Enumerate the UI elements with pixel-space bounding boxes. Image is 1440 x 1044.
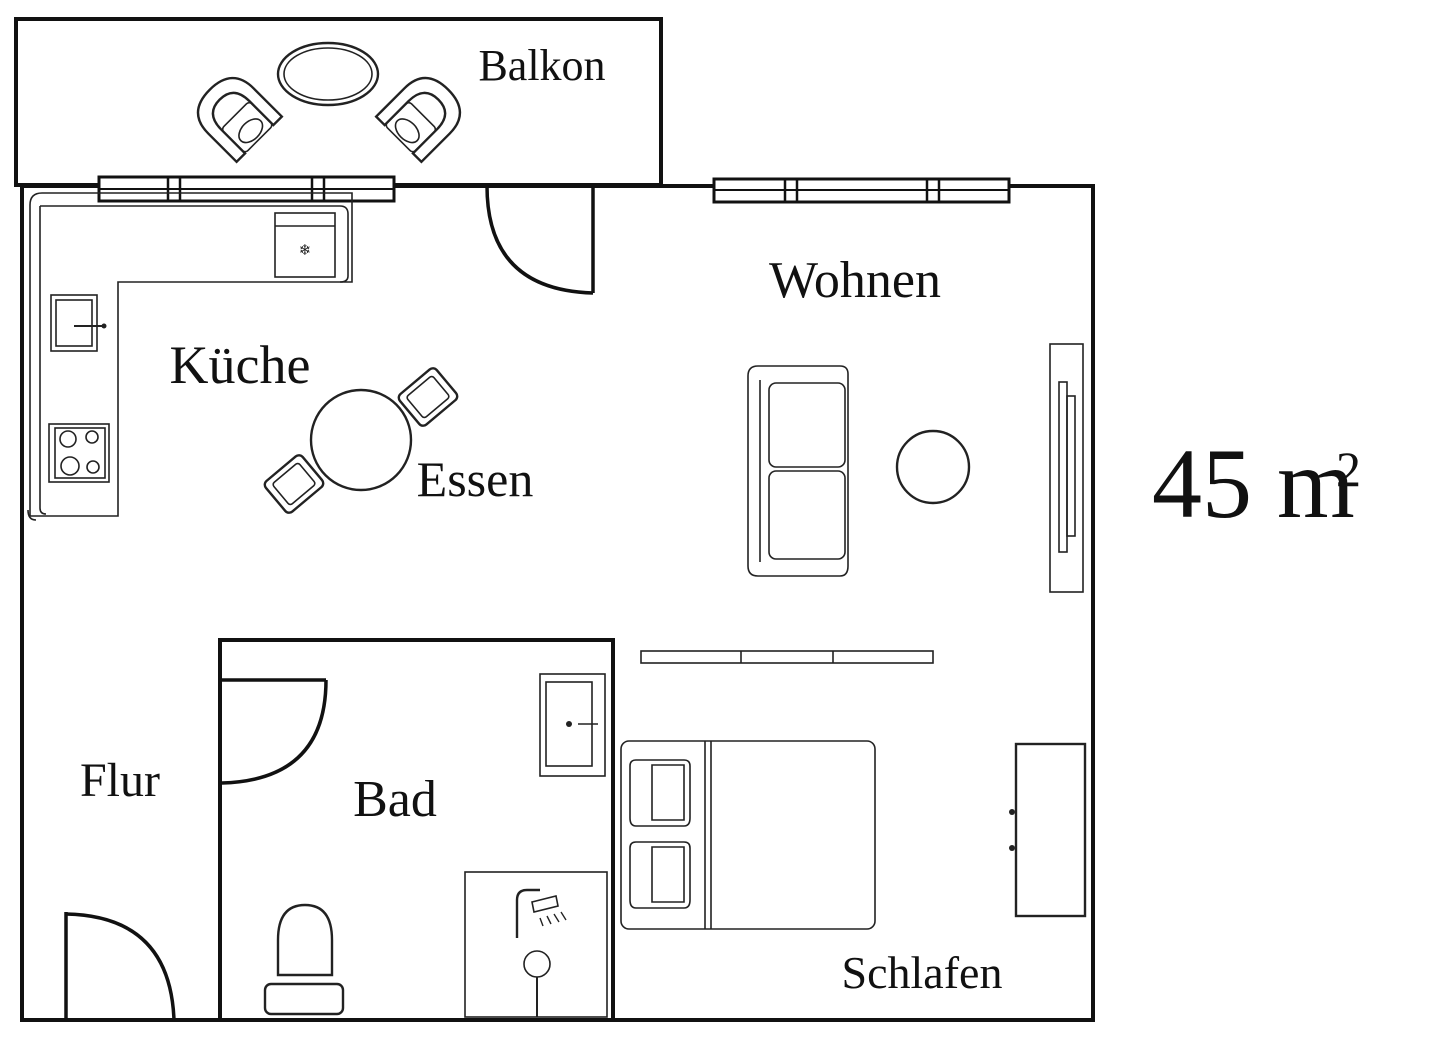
window-living xyxy=(712,177,1011,204)
toilet xyxy=(263,903,345,1016)
shower xyxy=(464,871,608,1018)
balcony-table-inner xyxy=(283,47,373,101)
balcony-chair-right xyxy=(374,76,462,164)
dining-chair-bottom xyxy=(263,454,325,514)
sofa xyxy=(747,365,849,577)
bed xyxy=(620,740,876,930)
bathroom-door xyxy=(220,678,328,785)
window-kitchen xyxy=(97,175,396,203)
shower-head-icon xyxy=(531,895,559,913)
wardrobe xyxy=(1009,742,1087,918)
pillow-inner xyxy=(651,764,685,821)
pillow xyxy=(629,841,691,909)
kitchen-sink xyxy=(50,294,107,352)
apartment-outer-wall xyxy=(20,184,1095,1022)
room-divider-shelf xyxy=(640,650,934,664)
fridge: ❄ xyxy=(274,212,336,278)
dining-table xyxy=(309,388,413,492)
room-label-flur: Flur xyxy=(80,754,160,807)
room-label-balkon: Balkon xyxy=(478,41,605,90)
tv-board xyxy=(1049,343,1084,593)
bathroom-walls xyxy=(218,638,615,1020)
pillow-inner xyxy=(651,846,685,903)
snowflake-icon: ❄ xyxy=(299,241,312,259)
balcony-door xyxy=(485,185,595,295)
room-label-kueche: Küche xyxy=(170,335,311,395)
area-value: 45 m xyxy=(1152,428,1355,539)
stove xyxy=(48,423,110,483)
room-label-wohnen: Wohnen xyxy=(769,252,941,309)
room-label-essen: Essen xyxy=(417,451,534,507)
kitchen-counter xyxy=(27,192,353,521)
area-unit-power: 2 xyxy=(1336,441,1361,497)
coffee-table xyxy=(895,429,971,505)
balcony-table xyxy=(276,41,380,107)
dining-chair-top xyxy=(397,367,459,427)
bathroom-sink xyxy=(539,673,606,777)
pillow xyxy=(629,759,691,827)
balcony-chair-left xyxy=(196,76,284,164)
entrance-door xyxy=(64,912,176,1021)
area-label: 45 m 2 xyxy=(1152,428,1361,539)
room-label-schlafen: Schlafen xyxy=(842,947,1003,998)
room-label-bad: Bad xyxy=(353,771,437,828)
